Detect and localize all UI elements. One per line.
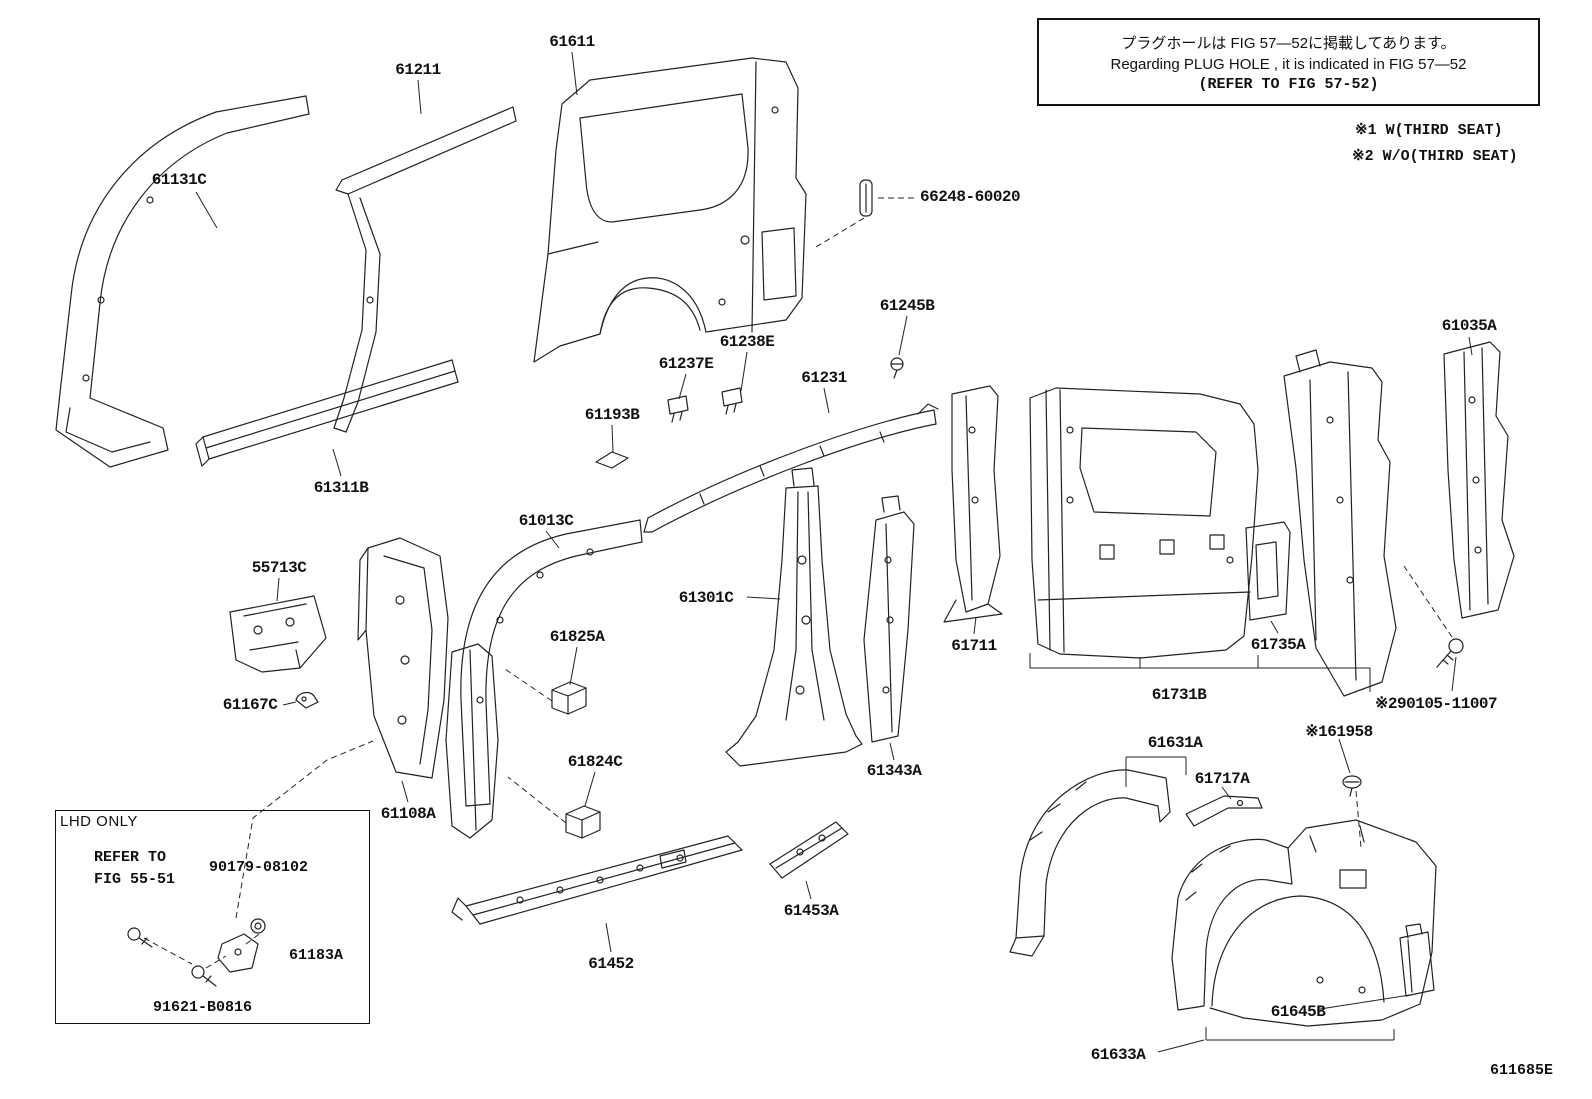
lhd-only-box: LHD ONLY REFER TO FIG 55-51 90179-08102 … [55,810,370,1024]
part-label-90179-08102: 90179-08102 [209,859,309,876]
notice-refer-line: (REFER TO FIG 57-52) [1198,75,1379,93]
part-drawing-61311B [195,359,459,467]
notice-english-line: Regarding PLUG HOLE , it is indicated in… [1110,55,1467,73]
part-drawing-61453A [769,821,849,879]
diagram-number: 611685E [1490,1062,1554,1079]
part-drawing-61611 [533,57,807,363]
footnote-without-third-seat: ※2 W/O(THIRD SEAT) [1352,148,1518,165]
part-drawing-61301C [725,467,863,767]
lhd-refer-line1: REFER TO [94,849,167,866]
lhd-refer-line2: FIG 55-51 [94,871,176,888]
part-drawing-61645B [1399,923,1435,997]
part-drawing-61211 [333,106,517,433]
part-drawing-61452 [451,835,743,925]
plug-hole-notice-box: プラグホールは FIG 57—52に掲載してあります。 Regarding PL… [1037,18,1540,106]
part-drawing-61631A [1009,769,1171,957]
dashed-lines [143,197,1453,969]
part-label-91621-B0816: 91621-B0816 [153,999,253,1016]
part-drawing-61167C [295,691,319,709]
part-drawing-61731B [1029,387,1259,659]
part-drawing-61824C [565,805,601,839]
leader-lines [195,51,1473,1053]
lhd-only-title: LHD ONLY [60,813,138,830]
part-drawing-61108A [357,537,449,779]
notice-japanese-line: プラグホールは FIG 57—52に掲載してあります。 [1121,34,1456,52]
part-drawing-61711 [943,385,1003,623]
part-drawing-90105-11007 [1436,638,1464,668]
part-drawing-quarter-inner-panel [1283,349,1397,697]
part-drawing-61958 [1342,775,1362,797]
footnote-third-seat: ※1 W(THIRD SEAT) [1355,122,1503,139]
part-drawing-61035A [1443,341,1515,619]
part-drawing-61717A [1185,795,1263,827]
part-drawing-61343A [863,495,915,743]
part-drawing-61193B [595,451,629,469]
part-drawing-61245B [890,357,904,379]
part-drawing-61131C [55,95,310,468]
part-drawing-61231 [643,403,939,533]
part-drawing-61238E [721,387,743,415]
part-drawing-61237E [667,395,689,423]
part-drawing-66248-60020 [859,179,873,217]
part-label-61183A: 61183A [289,947,344,964]
part-drawing-61633A [1171,819,1437,1027]
part-drawing-61013C [445,519,643,839]
part-drawing-55713C [229,595,327,673]
part-drawing-61735A [1245,521,1291,621]
part-drawing-61825A [551,681,587,715]
